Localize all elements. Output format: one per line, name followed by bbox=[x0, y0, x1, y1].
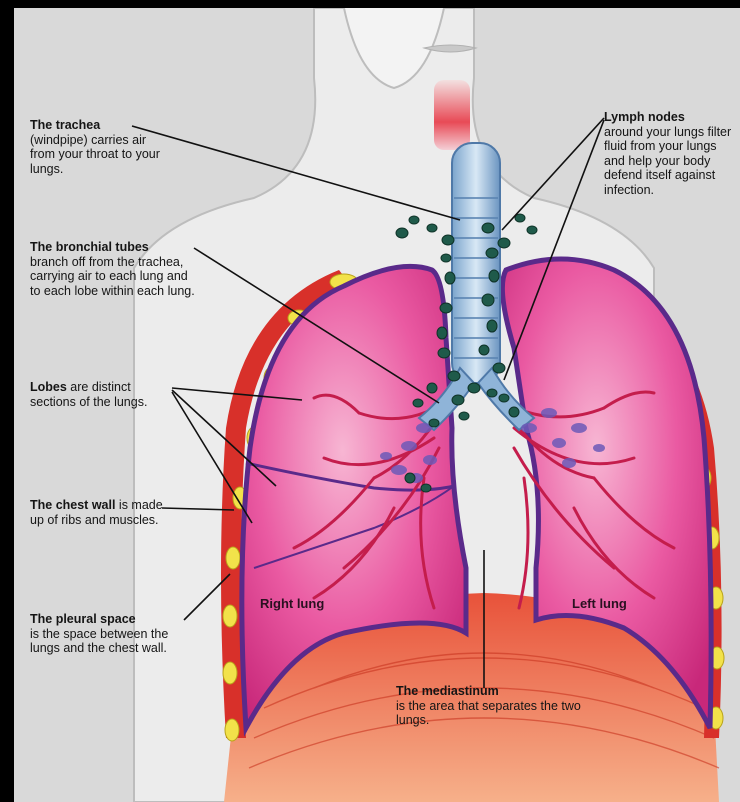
label-pleural-title: The pleural space bbox=[30, 612, 136, 626]
label-mediastinum-body: is the area that separates the two lungs… bbox=[396, 699, 586, 728]
trachea bbox=[452, 143, 500, 383]
label-mediastinum-title: The mediastinum bbox=[396, 684, 499, 698]
label-bronchial-tubes: The bronchial tubes branch off from the … bbox=[30, 240, 200, 298]
label-trachea-body: (windpipe) carries air from your throat … bbox=[30, 133, 160, 177]
label-trachea: The trachea (windpipe) carries air from … bbox=[30, 118, 160, 176]
label-left-lung: Left lung bbox=[572, 596, 627, 611]
label-bronchial-title: The bronchial tubes bbox=[30, 240, 149, 254]
label-trachea-title: The trachea bbox=[30, 118, 100, 132]
lung-anatomy-diagram: The trachea (windpipe) carries air from … bbox=[14, 8, 740, 802]
label-pleural-space: The pleural space is the space between t… bbox=[30, 612, 190, 656]
throat bbox=[434, 80, 470, 150]
label-lobes-title: Lobes bbox=[30, 380, 67, 394]
label-pleural-body: is the space between the lungs and the c… bbox=[30, 627, 190, 656]
label-bronchial-body: branch off from the trachea, carrying ai… bbox=[30, 255, 200, 299]
label-lobes: Lobes are distinct sections of the lungs… bbox=[30, 380, 160, 409]
label-mediastinum: The mediastinum is the area that separat… bbox=[396, 684, 586, 728]
label-chest-wall: The chest wall is made up of ribs and mu… bbox=[30, 498, 165, 527]
label-lymph-body: around your lungs filter fluid from your… bbox=[604, 125, 734, 198]
label-right-lung: Right lung bbox=[260, 596, 324, 611]
label-chest-wall-title: The chest wall bbox=[30, 498, 115, 512]
label-lymph-title: Lymph nodes bbox=[604, 110, 685, 124]
label-lymph-nodes: Lymph nodes around your lungs filter flu… bbox=[604, 110, 734, 197]
